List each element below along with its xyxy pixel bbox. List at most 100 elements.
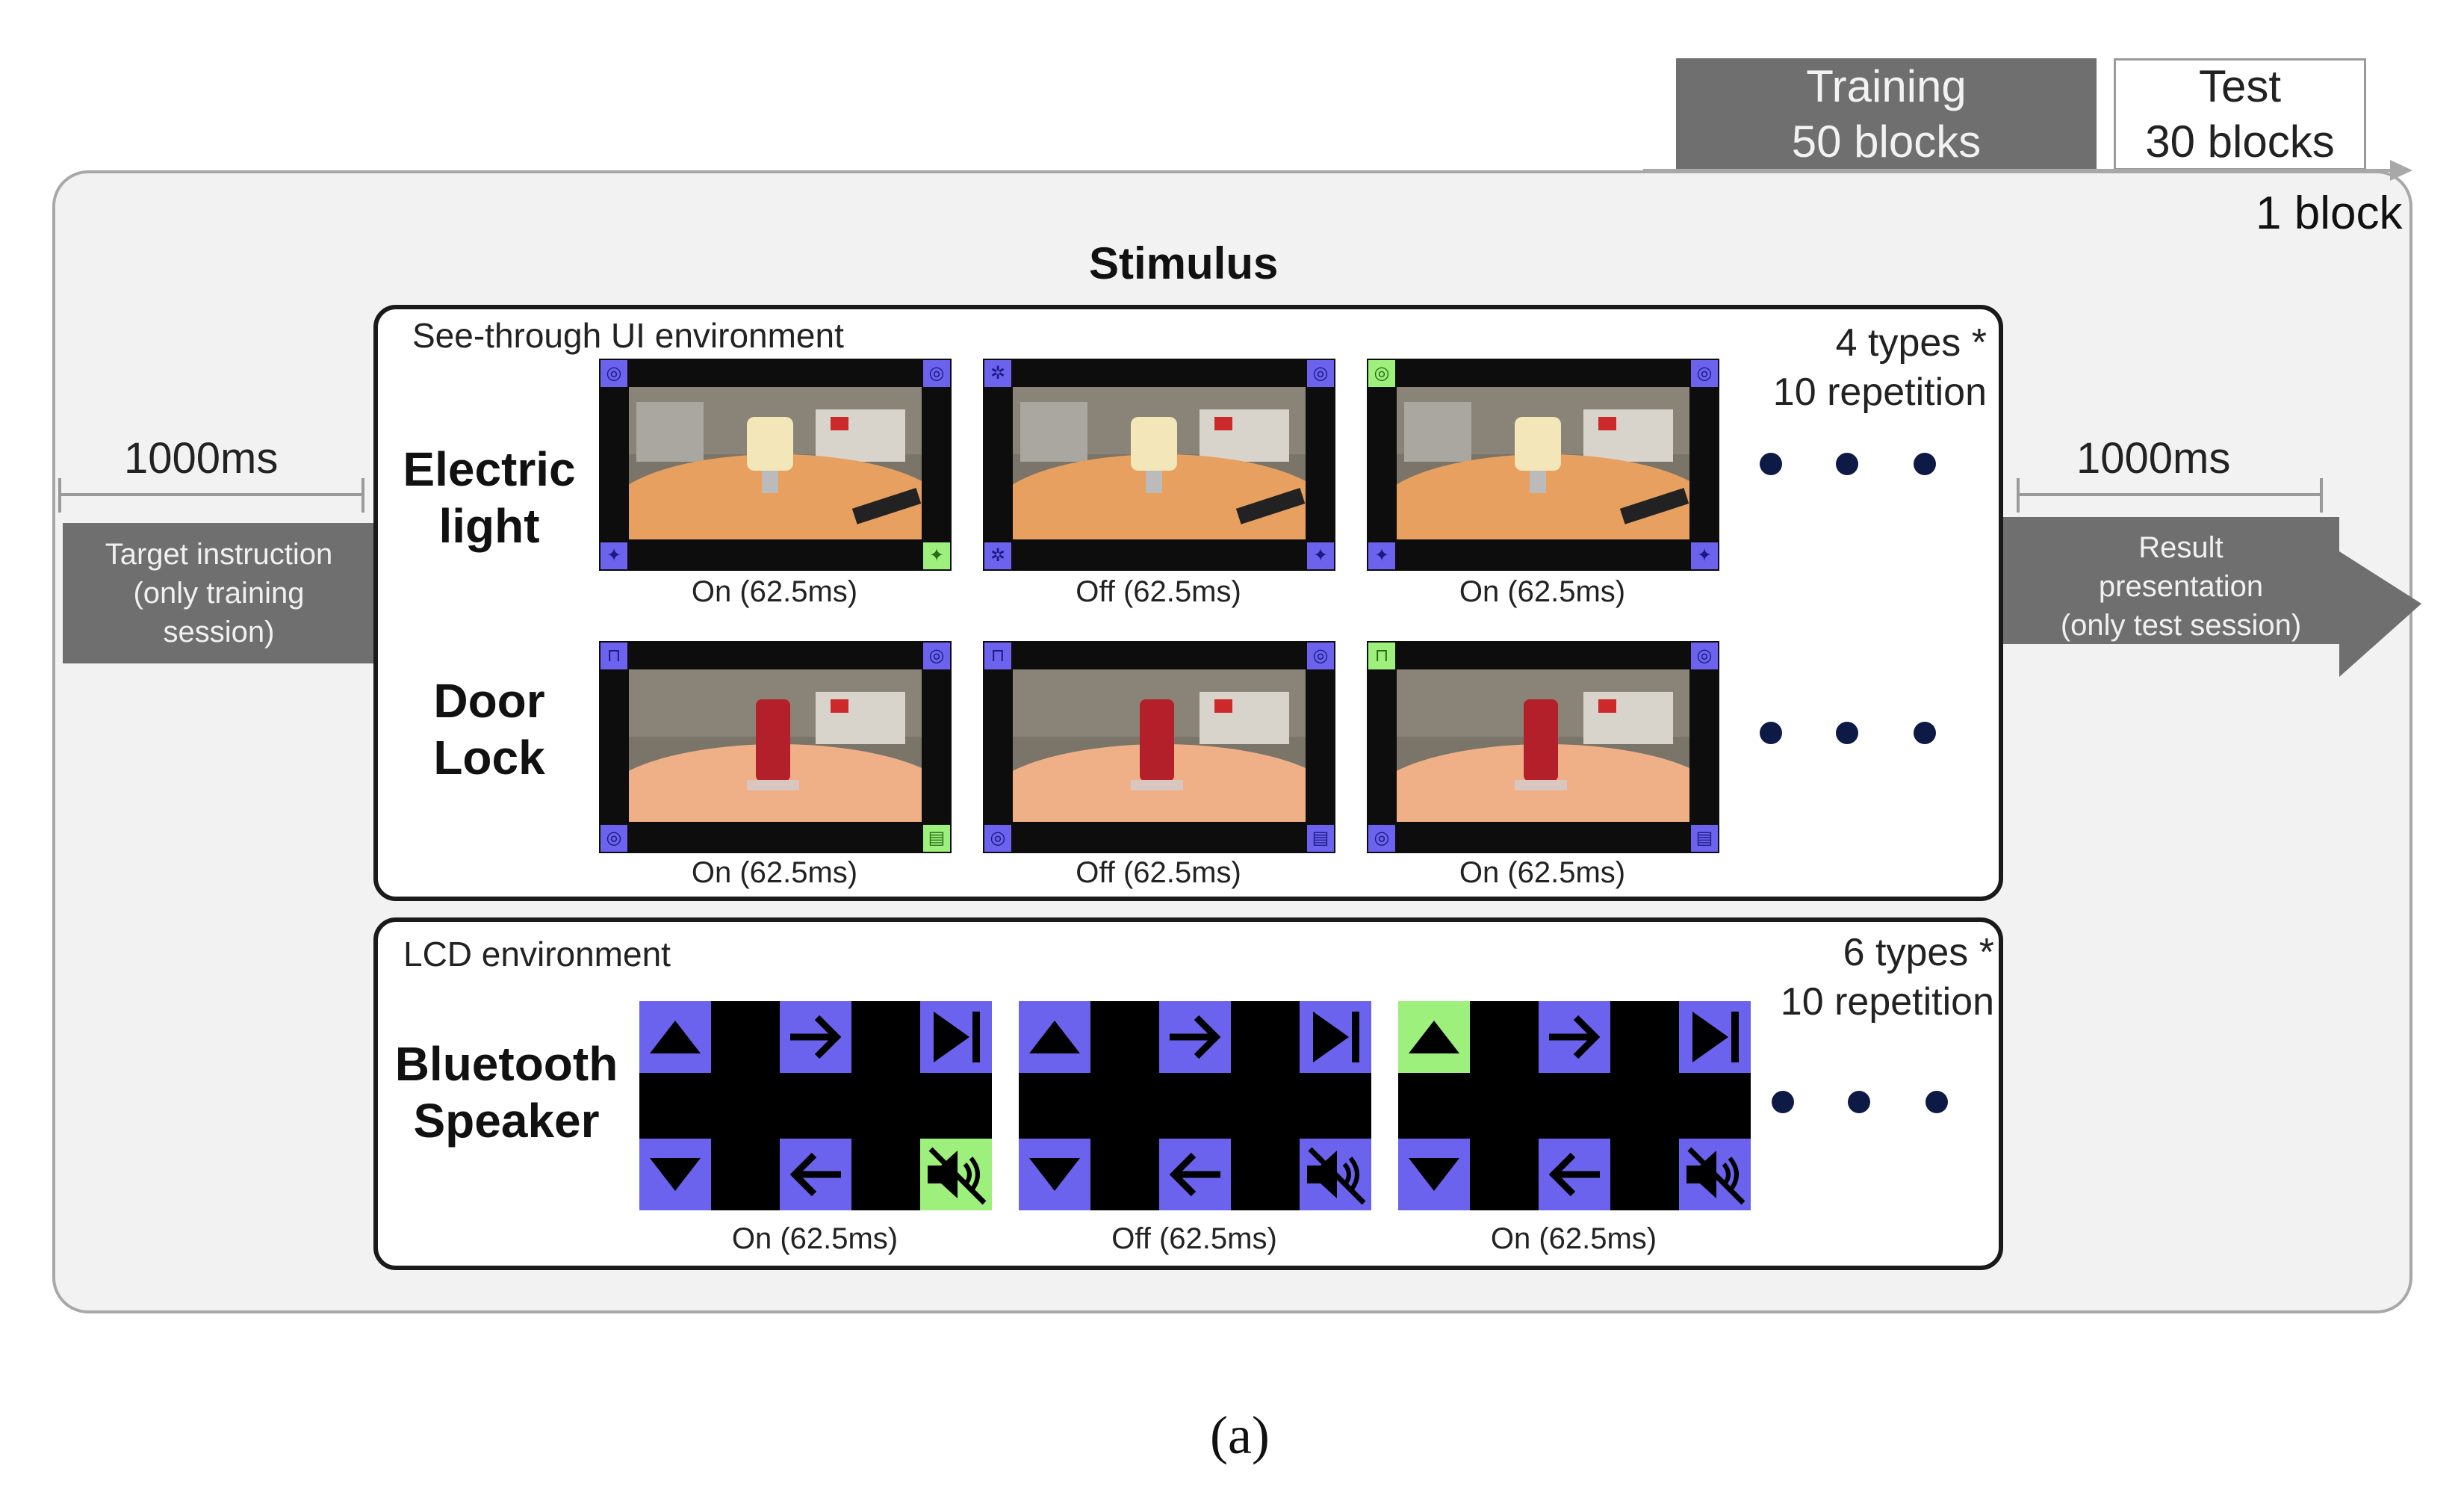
electric-light-label-line1: Electric <box>403 442 576 496</box>
volume-up-icon <box>1019 1001 1090 1073</box>
lcd-types-line1: 6 types * <box>1843 931 1994 974</box>
pre-box-line-3: session) <box>163 616 275 649</box>
corner-icon: ✦ <box>1691 542 1718 569</box>
door-lock-frame-3: ⊓ ◎ ◎ ▤ <box>1367 641 1719 853</box>
test-blocks: 30 blocks <box>2145 117 2335 167</box>
speaker-frame-1 <box>639 1001 992 1210</box>
mute-icon <box>1300 1139 1371 1210</box>
corner-icon: ◎ <box>923 360 950 387</box>
previous-arrow-icon <box>1159 1139 1231 1210</box>
corner-icon: ◎ <box>601 825 627 852</box>
lock-scene-image <box>1013 669 1306 822</box>
next-arrow-icon <box>1159 1001 1231 1073</box>
corner-icon-highlighted: ▤ <box>923 825 950 852</box>
mute-icon-highlighted <box>920 1139 992 1210</box>
lock-scene-image <box>629 669 922 822</box>
previous-arrow-icon <box>1539 1139 1610 1210</box>
corner-icon: ◎ <box>923 643 950 669</box>
pre-box-line-2: (only training <box>133 577 305 610</box>
lock-icon-highlighted: ⊓ <box>1368 643 1395 669</box>
corner-icon: ◎ <box>601 360 627 387</box>
timeline-line <box>1643 169 2401 172</box>
caption: Off (62.5ms) <box>1076 575 1241 608</box>
stimulus-title: Stimulus <box>1089 238 1279 288</box>
caption: On (62.5ms) <box>731 1222 899 1255</box>
electric-light-label: Electric light <box>396 441 583 554</box>
bluetooth-speaker-label-line1: Bluetooth <box>394 1037 618 1091</box>
caption: Off (62.5ms) <box>1076 856 1241 889</box>
door-lock-frame-2: ⊓ ◎ ◎ ▤ <box>983 641 1335 853</box>
bluetooth-speaker-label-line2: Speaker <box>413 1094 600 1148</box>
door-lock-frame-1: ⊓ ◎ ◎ ▤ <box>599 641 952 853</box>
skip-icon <box>1679 1001 1751 1073</box>
lock-scene-image <box>1397 669 1689 822</box>
lcd-types-line2: 10 repetition <box>1780 980 1994 1024</box>
figure-label: (a) <box>1210 1405 1270 1465</box>
see-through-types-line1: 4 types * <box>1835 321 1987 365</box>
see-through-types-line2: 10 repetition <box>1772 371 1987 414</box>
electric-light-frame-1: ◎ ◎ ✦ ✦ <box>599 359 952 571</box>
caption: On (62.5ms) <box>1459 575 1626 608</box>
corner-icon: ✦ <box>601 542 627 569</box>
post-tick-left <box>2017 478 2020 513</box>
corner-icon: ▤ <box>1307 825 1334 852</box>
pre-tick-left <box>58 478 61 513</box>
test-session-box: Test 30 blocks <box>2114 58 2366 170</box>
lamp-scene-image <box>1013 387 1306 539</box>
skip-icon <box>920 1001 992 1073</box>
lock-icon: ⊓ <box>601 643 627 669</box>
bluetooth-speaker-label: Bluetooth Speaker <box>394 1036 618 1149</box>
ellipsis-dot <box>1914 453 1936 475</box>
ellipsis-dot <box>1760 453 1782 475</box>
post-box-line-3: (only test session) <box>2060 609 2302 642</box>
electric-light-frame-3: ◎ ◎ ✦ ✦ <box>1367 359 1719 571</box>
lock-icon: ⊓ <box>984 643 1011 669</box>
speaker-frame-2 <box>1019 1001 1371 1210</box>
door-lock-label-line1: Door <box>433 674 545 728</box>
next-arrow-icon <box>1539 1001 1610 1073</box>
ellipsis-dot <box>1848 1091 1870 1113</box>
ellipsis-dot <box>1925 1091 1948 1113</box>
corner-icon: ✲ <box>984 542 1011 569</box>
lamp-scene-image <box>629 387 922 539</box>
see-through-types: 4 types * 10 repetition <box>1628 318 1987 417</box>
timeline-arrowhead <box>2390 160 2412 181</box>
lamp-scene-image <box>1397 387 1689 539</box>
volume-down-icon <box>1398 1139 1470 1210</box>
corner-icon: ◎ <box>1691 643 1718 669</box>
corner-icon: ✲ <box>984 360 1011 387</box>
ellipsis-dot <box>1760 722 1782 744</box>
training-session-box: Training 50 blocks <box>1676 58 2097 170</box>
next-arrow-icon <box>780 1001 851 1073</box>
pre-box-line-1: Target instruction <box>105 538 333 571</box>
electric-light-label-line2: light <box>438 499 540 553</box>
skip-icon <box>1300 1001 1371 1073</box>
corner-icon: ◎ <box>1307 360 1334 387</box>
post-duration-line <box>2017 493 2323 496</box>
target-instruction-box: Target instruction (only training sessio… <box>63 523 375 663</box>
previous-arrow-icon <box>780 1139 851 1210</box>
corner-icon: ◎ <box>1691 360 1718 387</box>
corner-icon-highlighted: ◎ <box>1368 360 1395 387</box>
ellipsis-dot <box>1914 722 1936 744</box>
lcd-title: LCD environment <box>403 935 671 974</box>
post-tick-right <box>2320 478 2323 513</box>
pre-tick-right <box>361 478 364 513</box>
pre-duration-line <box>58 493 364 496</box>
corner-icon: ✦ <box>1307 542 1334 569</box>
caption: On (62.5ms) <box>1459 856 1626 889</box>
volume-down-icon <box>639 1139 711 1210</box>
training-blocks: 50 blocks <box>1791 117 1982 167</box>
corner-icon-highlighted: ✦ <box>923 542 950 569</box>
corner-icon: ✦ <box>1368 542 1395 569</box>
mute-icon <box>1679 1139 1751 1210</box>
volume-up-icon-highlighted <box>1398 1001 1470 1073</box>
electric-light-frame-2: ✲ ◎ ✲ ✦ <box>983 359 1335 571</box>
corner-icon: ◎ <box>1307 643 1334 669</box>
result-arrow <box>2003 517 2421 677</box>
post-box-line-1: Result <box>2138 531 2224 564</box>
training-title: Training <box>1806 61 1967 111</box>
door-lock-label: Door Lock <box>396 672 583 786</box>
block-label: 1 block <box>2256 188 2403 239</box>
ellipsis-dot <box>1836 722 1858 744</box>
